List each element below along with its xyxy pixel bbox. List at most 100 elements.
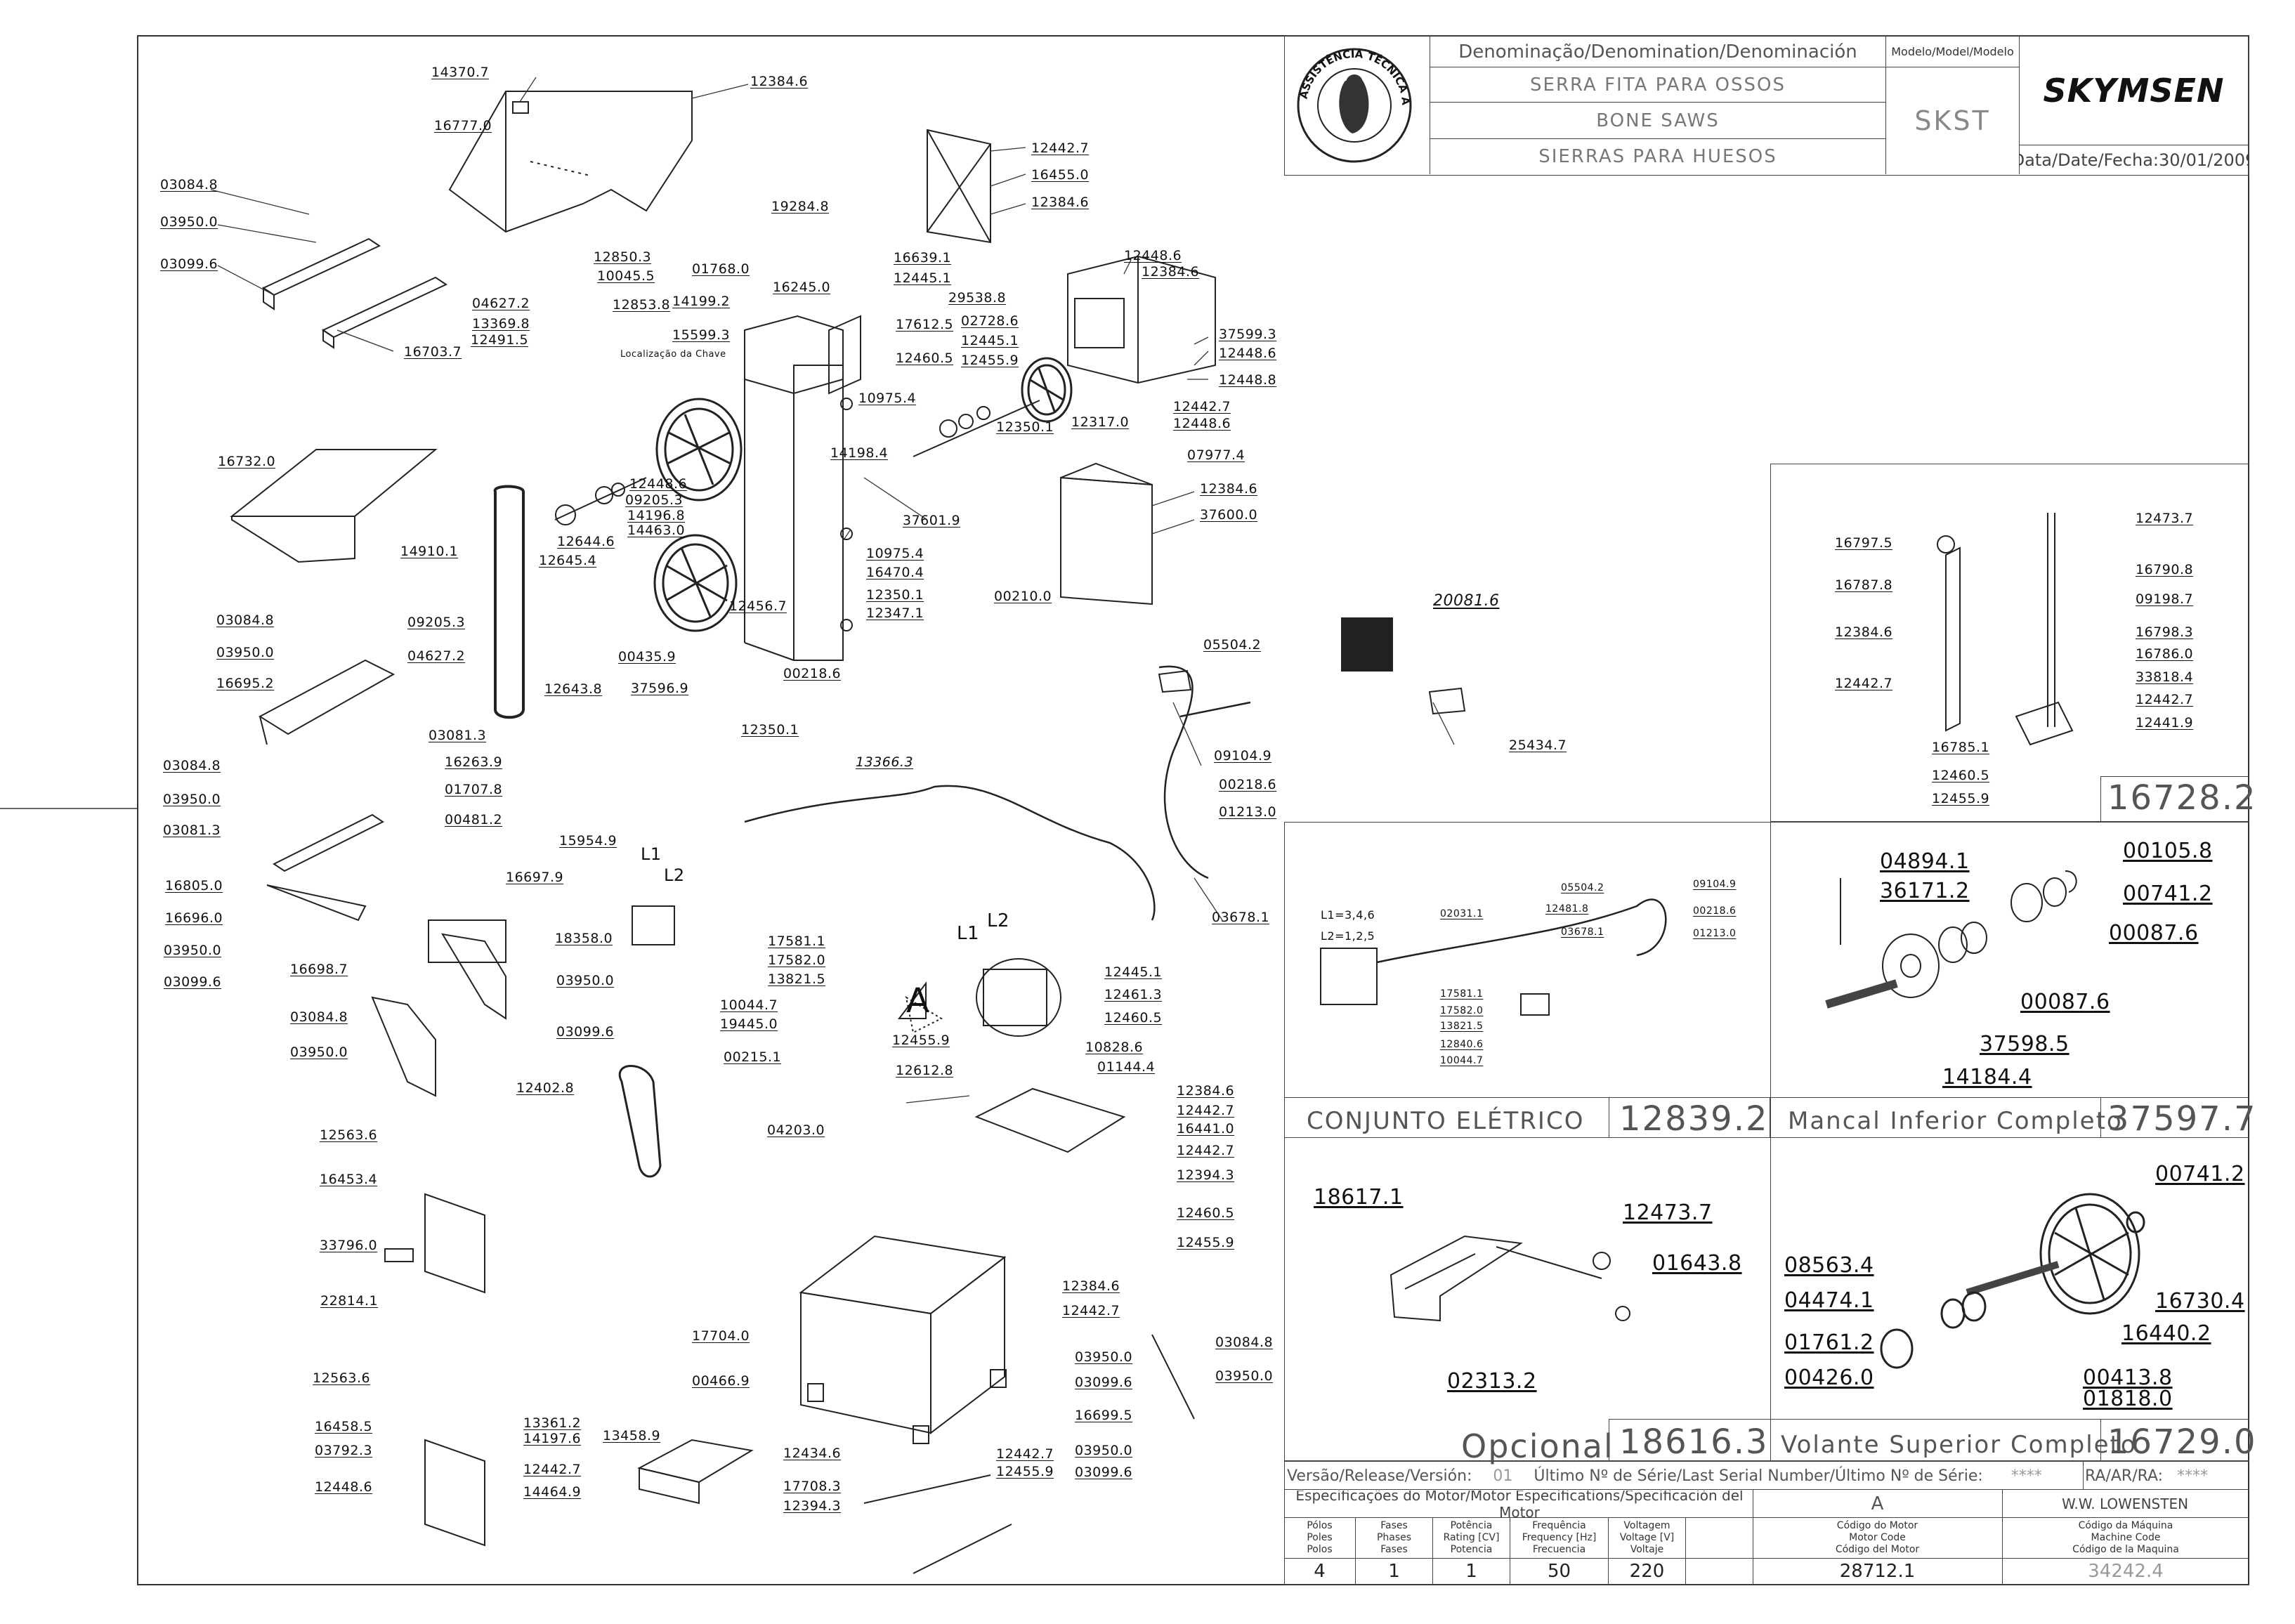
part-callout: 02728.6: [961, 313, 1019, 329]
part-callout: 16777.0: [434, 118, 492, 133]
part-callout: 16730.4: [2155, 1289, 2245, 1314]
part-callout: 16790.8: [2136, 562, 2194, 577]
part-callout: 04894.1: [1880, 849, 1970, 874]
part-callout: 07977.4: [1187, 447, 1245, 463]
work-table: [230, 449, 438, 563]
part-callout: 14199.2: [672, 294, 731, 309]
spec-value-cell: 28712.1: [1839, 1561, 1916, 1582]
part-callout: 13366.3: [856, 754, 914, 770]
back-cover: [927, 129, 991, 244]
part-callout: 12455.9: [996, 1464, 1054, 1479]
part-callout: 16797.5: [1835, 535, 1893, 551]
part-callout: 03950.0: [1075, 1349, 1133, 1365]
part-callout: 12384.6: [1200, 481, 1258, 497]
part-callout: 12460.5: [1104, 1010, 1163, 1026]
part-callout: 05504.2: [1203, 637, 1262, 653]
part-callout: 17582.0: [1440, 1005, 1484, 1016]
part-callout: 16263.9: [445, 754, 503, 770]
part-callout: 12442.7: [1177, 1103, 1235, 1118]
part-callout: 04627.2: [472, 296, 530, 311]
part-callout: 12384.6: [750, 74, 809, 89]
part-callout: 17708.3: [783, 1479, 842, 1494]
reference-triangle: [897, 981, 927, 1019]
part-callout: 00435.9: [618, 649, 676, 664]
part-callout: 12448.6: [315, 1479, 373, 1495]
part-callout: 12448.6: [629, 476, 688, 492]
l1-wiring: L1=3,4,6: [1321, 908, 1375, 922]
part-callout: 12394.3: [1177, 1167, 1235, 1183]
last-serial-label: Último Nº de Série/Last Serial Number/Úl…: [1534, 1467, 1983, 1485]
part-callout: 00087.6: [2109, 921, 2199, 945]
warning-label: [1158, 617, 1466, 715]
part-callout: 12643.8: [544, 681, 603, 697]
part-callout: 08563.4: [1784, 1253, 1874, 1278]
part-callout: 16785.1: [1932, 740, 1990, 755]
part-callout: 12434.6: [783, 1446, 842, 1461]
part-callout: 04474.1: [1784, 1288, 1874, 1313]
manufacturer: W.W. LOWENSTEN: [2061, 1495, 2189, 1512]
part-callout: 16805.0: [165, 878, 223, 893]
electric-code: 12839.2: [1619, 1099, 1769, 1139]
part-callout: 03081.3: [163, 823, 221, 838]
upper-right-handwheel: [1021, 357, 1073, 423]
part-callout: 12455.9: [1932, 791, 1990, 806]
sketch-37597: [1825, 870, 2077, 1009]
part-callout: 18358.0: [555, 931, 613, 946]
part-callout: 12442.7: [1062, 1303, 1120, 1318]
part-callout: 12612.8: [896, 1063, 954, 1078]
part-callout: 00215.1: [724, 1049, 782, 1065]
part-callout: 00218.6: [783, 666, 842, 681]
part-callout: 10975.4: [866, 546, 924, 561]
part-callout: 12455.9: [1177, 1235, 1235, 1250]
top-cover-plate: [448, 91, 693, 233]
part-callout: 03084.8: [163, 758, 221, 773]
part-callout: 14184.4: [1942, 1065, 2032, 1089]
part-callout: 14370.7: [431, 65, 490, 80]
part-callout: 16453.4: [320, 1172, 378, 1187]
part-callout: 00481.2: [445, 812, 503, 827]
spec-value-cell: 34242.4: [2088, 1561, 2164, 1582]
part-callout: 10044.7: [1440, 1055, 1484, 1066]
electric-title: CONJUNTO ELÉTRICO: [1307, 1107, 1585, 1135]
part-callout: 10045.5: [597, 268, 655, 284]
part-callout: 00218.6: [1219, 777, 1277, 792]
part-callout: 03792.3: [315, 1443, 373, 1458]
part-callout: 16458.5: [315, 1419, 373, 1434]
wheel-title-row: [1770, 1419, 2249, 1461]
part-callout: 10975.4: [858, 391, 917, 406]
part-callout: 29538.8: [948, 290, 1007, 306]
title-block: [1284, 35, 2249, 176]
part-callout: 12445.1: [1104, 964, 1163, 980]
part-callout: 12442.7: [1031, 140, 1090, 156]
machine-name-es: SIERRAS PARA HUESOS: [1538, 146, 1777, 167]
sketch-16728: [1937, 513, 2074, 746]
box-row-3: [1284, 1138, 2249, 1461]
part-callout: 03099.6: [556, 1024, 615, 1040]
part-callout: 25434.7: [1509, 738, 1567, 753]
part-callout: 37599.3: [1219, 327, 1277, 342]
date-field: Data/Date/Fecha:30/01/2009: [2020, 150, 2248, 170]
part-callout: 12853.8: [613, 297, 671, 313]
part-callout: 12563.6: [320, 1127, 378, 1143]
part-callout: 12461.3: [1104, 987, 1163, 1002]
part-callout: 03099.6: [1075, 1375, 1133, 1390]
part-callout: 03084.8: [216, 613, 275, 628]
part-callout: 03099.6: [1075, 1465, 1133, 1480]
part-callout: 00105.8: [2123, 839, 2213, 863]
lower-wheel-guard: [1060, 462, 1153, 605]
part-callout: 12473.7: [1623, 1200, 1713, 1225]
part-callout: 16441.0: [1177, 1121, 1235, 1137]
part-callout: 12448.8: [1219, 372, 1277, 388]
part-callout: 12473.7: [2136, 511, 2194, 526]
optional-code: 18616.3: [1619, 1422, 1769, 1462]
ra-label: RA/AR/RA:: [2085, 1467, 2164, 1485]
part-callout: 12384.6: [1062, 1278, 1120, 1294]
part-callout: 33796.0: [320, 1238, 378, 1253]
authorized-service-seal: ASSISTÊNCIA TÉCNICA AUTORIZADA: [1288, 32, 1415, 169]
part-callout: 12442.7: [523, 1462, 582, 1477]
switch-location-note: Localização da Chave: [620, 349, 726, 360]
part-callout: 03950.0: [290, 1045, 348, 1060]
part-callout: 03678.1: [1212, 910, 1270, 925]
